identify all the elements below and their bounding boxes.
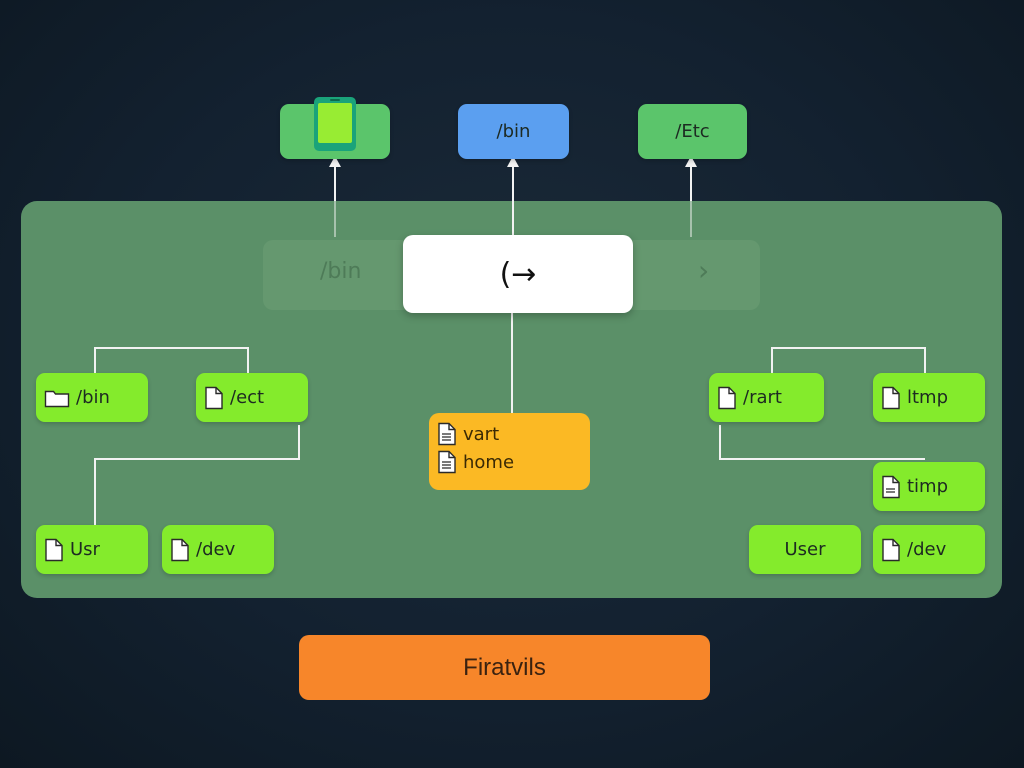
file-icon [170, 538, 190, 562]
tree-node-ltmp[interactable]: ltmp [873, 373, 985, 422]
list-item[interactable]: home [429, 448, 590, 476]
firatvils-button[interactable]: Firatvils [299, 635, 710, 700]
connector-line [719, 425, 721, 460]
connector-line [334, 165, 336, 201]
tree-node-dev-left[interactable]: /dev [162, 525, 274, 574]
connector-line [771, 347, 926, 349]
file-icon [881, 386, 901, 410]
arrow-up-icon [685, 156, 697, 167]
file-icon [44, 538, 64, 562]
connector-line [247, 347, 249, 374]
arrow-up-icon [329, 156, 341, 167]
text-file-icon [437, 450, 457, 474]
top-node-etc[interactable]: /Etc [638, 104, 747, 159]
top-node-bin-label: /bin [496, 121, 531, 142]
connector-line [94, 347, 249, 349]
tree-node-timp[interactable]: timp [873, 462, 985, 511]
tree-node-usr-label: Usr [70, 539, 100, 560]
connector-line [924, 347, 926, 374]
redirect-arrow-icon: (→ [499, 256, 537, 292]
file-list-card[interactable]: vart home [429, 413, 590, 490]
tree-node-dev-right-label: /dev [907, 539, 947, 560]
tree-node-ltmp-label: ltmp [907, 387, 949, 408]
arrow-up-icon [507, 156, 519, 167]
tree-node-ect-label: /ect [230, 387, 265, 408]
tree-node-user[interactable]: User [749, 525, 861, 574]
connector-line [771, 347, 773, 374]
connector-line [94, 347, 96, 374]
top-node-etc-label: /Etc [675, 121, 710, 142]
mobile-device-icon [314, 96, 356, 151]
tree-node-ect[interactable]: /ect [196, 373, 308, 422]
list-item-label: home [463, 451, 515, 473]
connector-line [298, 425, 300, 460]
connector-line [690, 165, 692, 201]
tree-node-dev-right[interactable]: /dev [873, 525, 985, 574]
tree-node-rart[interactable]: /rart [709, 373, 824, 422]
connector-line [690, 165, 692, 237]
tree-node-rart-label: /rart [743, 387, 782, 408]
connector-line [334, 165, 336, 237]
connector-line [719, 458, 925, 460]
file-icon [717, 386, 737, 410]
list-item[interactable]: vart [429, 420, 590, 448]
folder-icon [44, 388, 70, 408]
connector-line [512, 165, 514, 235]
file-icon [204, 386, 224, 410]
top-node-device[interactable] [280, 96, 390, 159]
firatvils-button-label: Firatvils [463, 653, 546, 681]
tree-node-usr[interactable]: Usr [36, 525, 148, 574]
ghost-bin-label: /bin [320, 259, 362, 284]
connector-line [511, 313, 513, 413]
center-card[interactable]: (→ [403, 235, 633, 313]
tree-node-user-label: User [784, 539, 826, 560]
top-node-bin[interactable]: /bin [458, 104, 569, 159]
tree-node-timp-label: timp [907, 476, 949, 497]
ghost-chevron-icon: › [698, 254, 710, 287]
connector-line [94, 458, 96, 526]
text-file-icon [437, 422, 457, 446]
text-file-icon [881, 475, 901, 499]
tree-node-dev-left-label: /dev [196, 539, 236, 560]
connector-line [94, 458, 300, 460]
tree-node-bin[interactable]: /bin [36, 373, 148, 422]
tree-node-bin-label: /bin [76, 387, 110, 408]
list-item-label: vart [463, 423, 500, 445]
file-icon [881, 538, 901, 562]
